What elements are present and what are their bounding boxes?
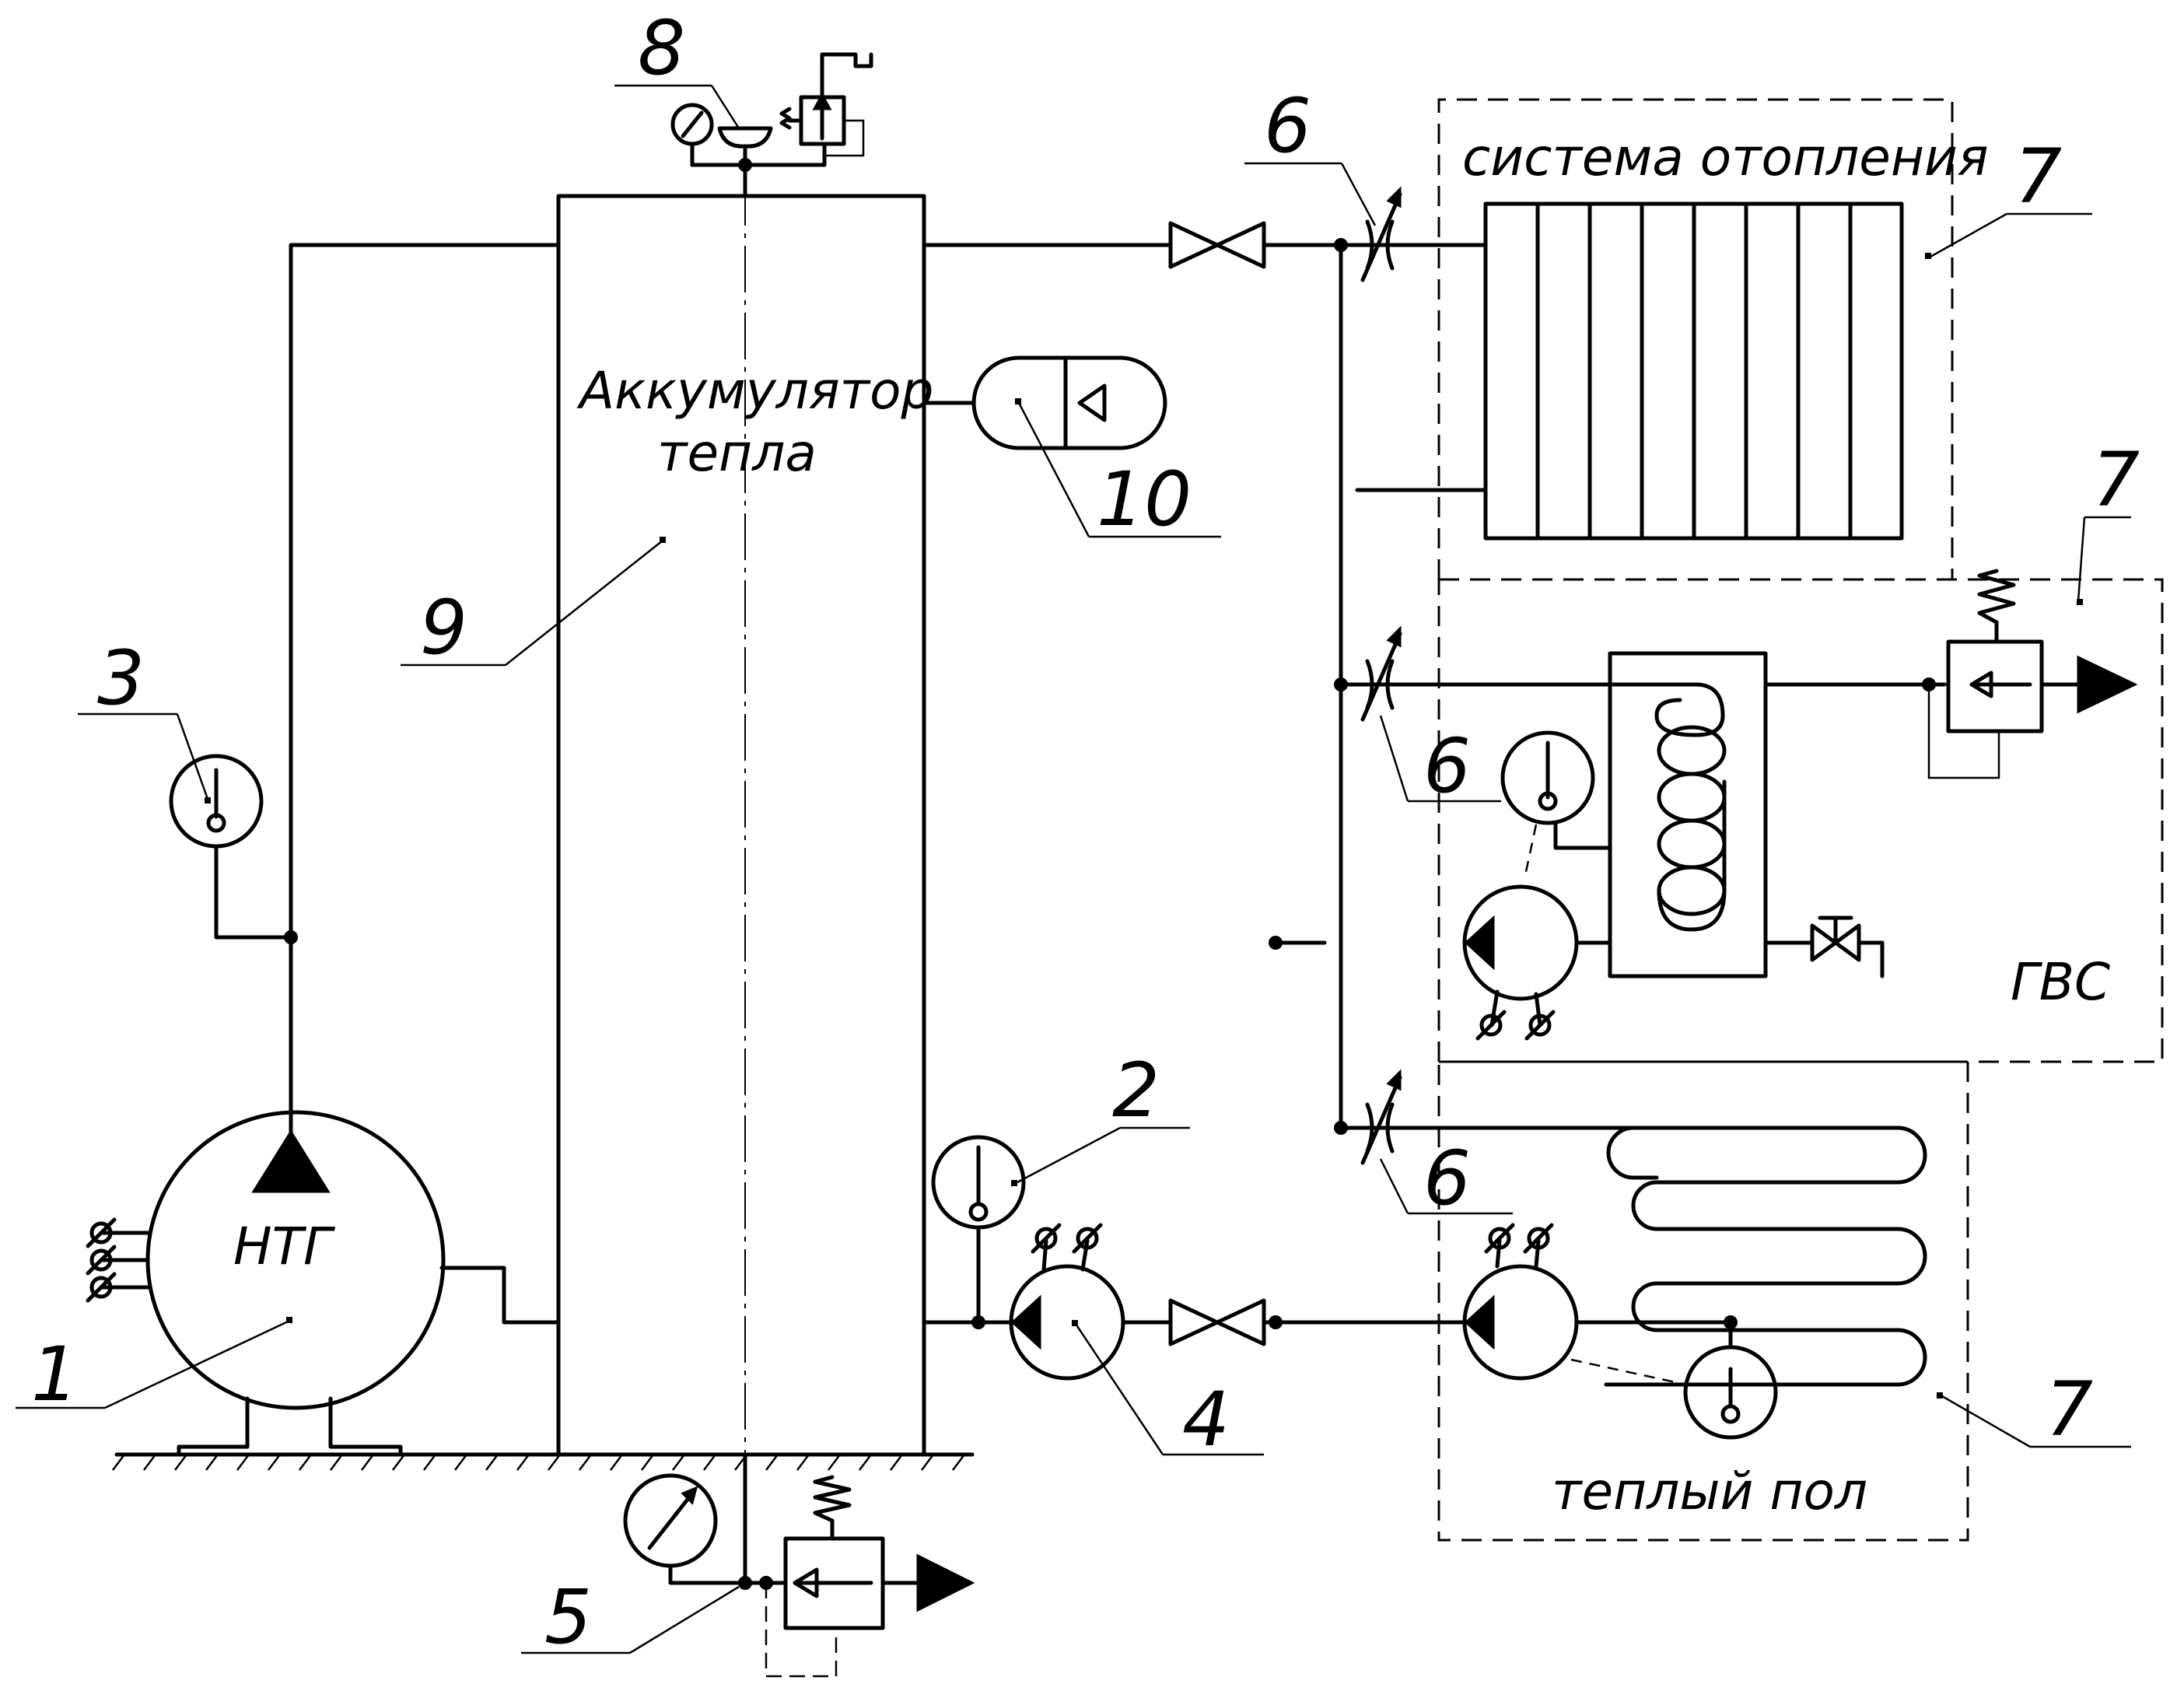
- heating-system-label: система отопления: [1462, 128, 1989, 187]
- callout-7-top: 7: [2014, 133, 2062, 220]
- callout-10: 10: [1097, 456, 1192, 543]
- balancing-valve-6-bottom: [1334, 1069, 1402, 1165]
- callout-7-bottom: 7: [2046, 1366, 2093, 1453]
- accumulator-label-line1: Аккумулятор: [576, 361, 933, 421]
- callout-2: 2: [1112, 1047, 1160, 1134]
- callout-4: 4: [1182, 1376, 1230, 1463]
- heat-accumulator-tank: [556, 179, 926, 1563]
- accumulator-label-line2: тепла: [657, 423, 817, 483]
- callout-9: 9: [420, 584, 467, 671]
- floor-heating-zone: [1273, 1060, 1969, 1542]
- floor-heating-label: теплый пол: [1552, 1462, 1867, 1521]
- balancing-valve-6-top: [1360, 186, 1402, 282]
- hot-water-zone: [1339, 569, 2164, 1063]
- boiler: [86, 1110, 446, 1457]
- callout-3: 3: [97, 635, 145, 722]
- thermometer-3: [169, 754, 293, 940]
- tank-outlet-group: [922, 1135, 1278, 1381]
- boiler-return-pipe: [439, 1266, 561, 1325]
- expansion-tank-10: [922, 355, 1167, 450]
- callout-5: 5: [544, 1574, 592, 1661]
- supply-main: [922, 221, 1488, 1130]
- leader-lines: [16, 162, 2131, 1654]
- safety-group-8: [670, 52, 873, 198]
- hot-water-label: ГВС: [2011, 952, 2110, 1012]
- boiler-label: НТГ: [233, 1217, 336, 1276]
- balancing-valve-6-mid: [1334, 625, 1402, 722]
- callout-1: 1: [31, 1331, 79, 1418]
- callout-6-bottom: 6: [1423, 1135, 1471, 1222]
- callout-7-mid: 7: [2092, 436, 2140, 523]
- callout-6-mid: 6: [1423, 723, 1471, 810]
- heating-system-zone: [1437, 98, 1954, 579]
- boiler-supply-pipe: [289, 243, 561, 1134]
- callout-6-top: 6: [1264, 82, 1311, 170]
- callout-8: 8: [638, 5, 685, 92]
- makeup-group-5: [623, 1452, 975, 1678]
- ground-line: [112, 1452, 975, 1471]
